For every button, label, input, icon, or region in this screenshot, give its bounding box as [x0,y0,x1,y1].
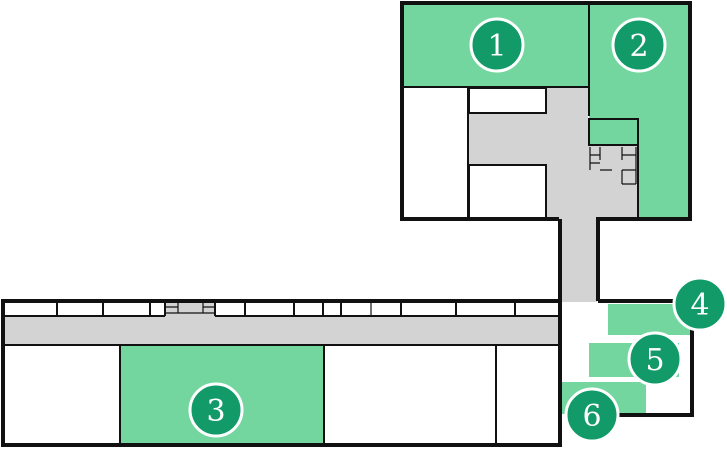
marker-1[interactable]: 1 [469,17,525,73]
marker-4[interactable]: 4 [672,276,727,332]
room-outline [468,87,547,114]
west-wing-interior [4,302,560,444]
corridor-north-wing [469,87,638,220]
marker-3[interactable]: 3 [188,382,244,438]
east-annex-outline [598,299,694,417]
marker-5-label: 5 [645,343,664,378]
marker-2[interactable]: 2 [611,17,667,73]
marker-3-label: 3 [206,394,225,429]
corridor-west-stair-core [165,301,215,316]
room-outline [468,164,547,220]
stair-detail [165,302,215,314]
room-2-area [589,4,689,219]
marker-6[interactable]: 6 [564,387,620,443]
corridor-west-wing [4,316,560,344]
exterior-walls [1,1,694,447]
west-wing-outline [1,299,562,447]
highlighted-rooms [120,4,691,443]
marker-6-label: 6 [582,399,601,434]
stair-detail [589,147,637,185]
marker-2-label: 2 [629,29,648,64]
marker-5[interactable]: 5 [627,331,683,387]
corridor-connector [560,220,597,302]
north-wing-outline [400,1,692,301]
corridors [4,87,638,344]
markers: 1 2 3 4 5 6 [188,17,727,443]
north-wing-interior [403,4,639,220]
marker-1-label: 1 [487,29,506,64]
room-outline [588,118,639,146]
marker-4-label: 4 [690,288,709,323]
